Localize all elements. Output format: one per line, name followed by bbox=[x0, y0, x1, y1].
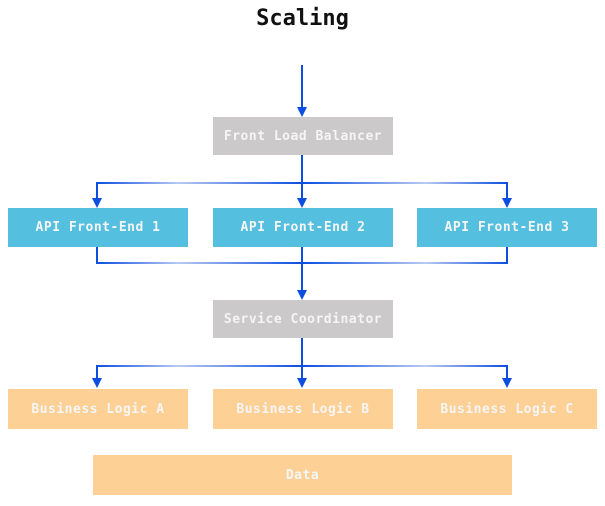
edge-api2-sc-line bbox=[301, 247, 303, 290]
node-api-front-end-3: API Front-End 3 bbox=[417, 208, 597, 247]
edge-flb-split-hline bbox=[96, 182, 508, 184]
node-business-logic-b-label: Business Logic B bbox=[236, 401, 370, 417]
node-service-coordinator: Service Coordinator bbox=[213, 300, 393, 338]
edge-sc-blb-arrowhead-icon bbox=[297, 378, 307, 388]
edge-api3-sc-line bbox=[506, 247, 508, 263]
node-service-coordinator-label: Service Coordinator bbox=[223, 311, 383, 327]
node-api-front-end-3-label: API Front-End 3 bbox=[444, 220, 570, 235]
edge-entry-flb-line bbox=[301, 65, 303, 107]
node-api-front-end-1-label: API Front-End 1 bbox=[35, 220, 161, 235]
diagram-title: Scaling bbox=[256, 6, 349, 31]
edge-flb-split-center-line bbox=[301, 155, 303, 198]
edge-sc-split-hline bbox=[96, 365, 508, 367]
edge-flb-api3-line bbox=[506, 183, 508, 198]
node-data-label: Data bbox=[285, 467, 320, 483]
node-business-logic-a-label: Business Logic A bbox=[31, 401, 165, 417]
edge-sc-split-center-line bbox=[301, 338, 303, 378]
edge-flb-api1-arrowhead-icon bbox=[92, 198, 102, 208]
edge-flb-api1-line bbox=[96, 183, 98, 198]
edge-flb-api2-arrowhead-icon bbox=[297, 198, 307, 208]
node-business-logic-c: Business Logic C bbox=[417, 389, 597, 429]
edge-sc-blc-arrowhead-icon bbox=[502, 378, 512, 388]
edge-sc-blc-line bbox=[506, 366, 508, 378]
node-business-logic-a: Business Logic A bbox=[8, 389, 188, 429]
edge-api1-sc-line bbox=[96, 247, 98, 263]
node-front-load-balancer-label: Front Load Balancer bbox=[223, 128, 383, 144]
node-business-logic-b: Business Logic B bbox=[213, 389, 393, 429]
node-api-front-end-1: API Front-End 1 bbox=[8, 208, 188, 247]
node-front-load-balancer: Front Load Balancer bbox=[213, 117, 393, 155]
node-api-front-end-2: API Front-End 2 bbox=[213, 208, 393, 247]
edge-flb-api3-arrowhead-icon bbox=[502, 198, 512, 208]
node-data: Data bbox=[93, 455, 512, 495]
node-api-front-end-2-label: API Front-End 2 bbox=[240, 220, 366, 235]
edge-sc-bla-arrowhead-icon bbox=[92, 378, 102, 388]
edge-sc-bla-line bbox=[96, 366, 98, 378]
edge-api-sc-arrowhead-icon bbox=[297, 290, 307, 300]
node-business-logic-c-label: Business Logic C bbox=[440, 401, 574, 417]
edge-entry-flb-arrowhead-icon bbox=[297, 107, 307, 117]
